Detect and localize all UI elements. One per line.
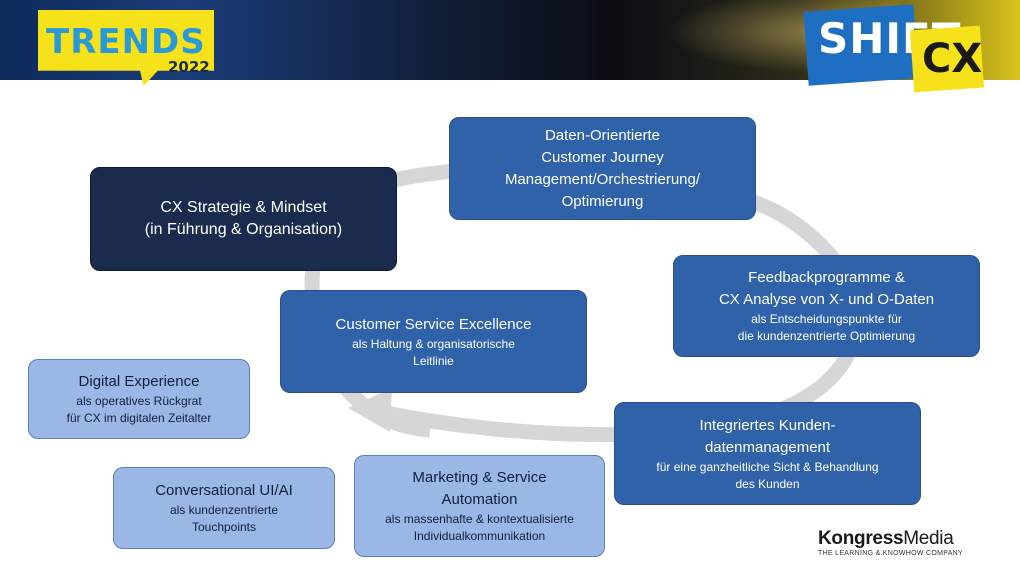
cx-logo-text: CX: [922, 36, 983, 82]
node-service-sub-2: Leitlinie: [413, 353, 454, 368]
trends-title: TRENDS: [46, 22, 206, 62]
node-digital-sub-1: als operatives Rückgrat: [76, 394, 202, 408]
trends-year: 2022: [168, 58, 210, 76]
node-feedbackprogramme: Feedbackprogramme & CX Analyse von X- un…: [673, 255, 980, 357]
node-marketing-title-2: Automation: [441, 491, 518, 508]
node-kunden-sub-1: für eine ganzheitliche Sicht & Behandlun…: [656, 459, 879, 474]
node-feedback-sub-2: die kundenzentrierte Optimierung: [737, 329, 916, 343]
node-kunden-sub-2: des Kunden: [735, 476, 800, 491]
node-digital-title-1: Digital Experience: [78, 373, 200, 390]
node-strategie-line-1: CX Strategie & Mindset: [160, 199, 327, 216]
node-marketing-sub-2: Individualkommunikation: [413, 529, 546, 543]
node-digital-experience: Digital Experience als operatives Rückgr…: [28, 359, 250, 439]
node-kunden-title-2: datenmanagement: [704, 438, 831, 456]
node-daten-line-1: Daten-Orientierte: [544, 126, 661, 144]
node-feedback-title-2: CX Analyse von X- und O-Daten: [718, 291, 935, 308]
node-cx-strategie: CX Strategie & Mindset (in Führung & Org…: [90, 167, 397, 271]
node-kunden-title-1: Integriertes Kunden-: [699, 416, 836, 434]
brand-name-bold: Kongress: [818, 528, 904, 549]
node-digital-sub-2: für CX im digitalen Zeitalter: [66, 411, 212, 425]
node-daten-line-3: Management/Orchestrierung/: [504, 170, 701, 188]
node-service-sub-1: als Haltung & organisatorische: [352, 336, 515, 351]
node-daten-line-4: Optimierung: [561, 192, 644, 210]
node-conversational-sub-2: Touchpoints: [191, 520, 257, 534]
node-conversational-title-1: Conversational UI/AI: [155, 482, 293, 499]
node-feedback-title-1: Feedbackprogramme &: [748, 269, 905, 286]
node-daten-line-2: Customer Journey: [541, 148, 664, 166]
node-conversational-ui: Conversational UI/AI als kundenzentriert…: [113, 467, 335, 549]
kongressmedia-logo: KongressMedia: [818, 528, 954, 550]
node-feedback-sub-1: als Entscheidungspunkte für: [751, 312, 902, 326]
node-marketing-title-1: Marketing & Service: [412, 469, 547, 486]
brand-tagline: THE LEARNING & KNOWHOW COMPANY: [818, 550, 963, 557]
node-strategie-line-2: (in Führung & Organisation): [144, 221, 343, 238]
node-marketing-automation: Marketing & Service Automation als masse…: [354, 455, 605, 557]
node-customer-service: Customer Service Excellence als Haltung …: [280, 290, 587, 393]
cycle-arrowhead: [348, 388, 392, 432]
node-conversational-sub-1: als kundenzentrierte: [169, 503, 279, 517]
node-daten-orientierte: Daten-Orientierte Customer Journey Manag…: [449, 117, 756, 220]
brand-name-rest: Media: [903, 528, 954, 549]
node-service-title-1: Customer Service Excellence: [335, 315, 532, 333]
node-integriertes-kunden: Integriertes Kunden- datenmanagement für…: [614, 402, 921, 505]
node-marketing-sub-1: als massenhafte & kontextualisierte: [385, 512, 574, 526]
